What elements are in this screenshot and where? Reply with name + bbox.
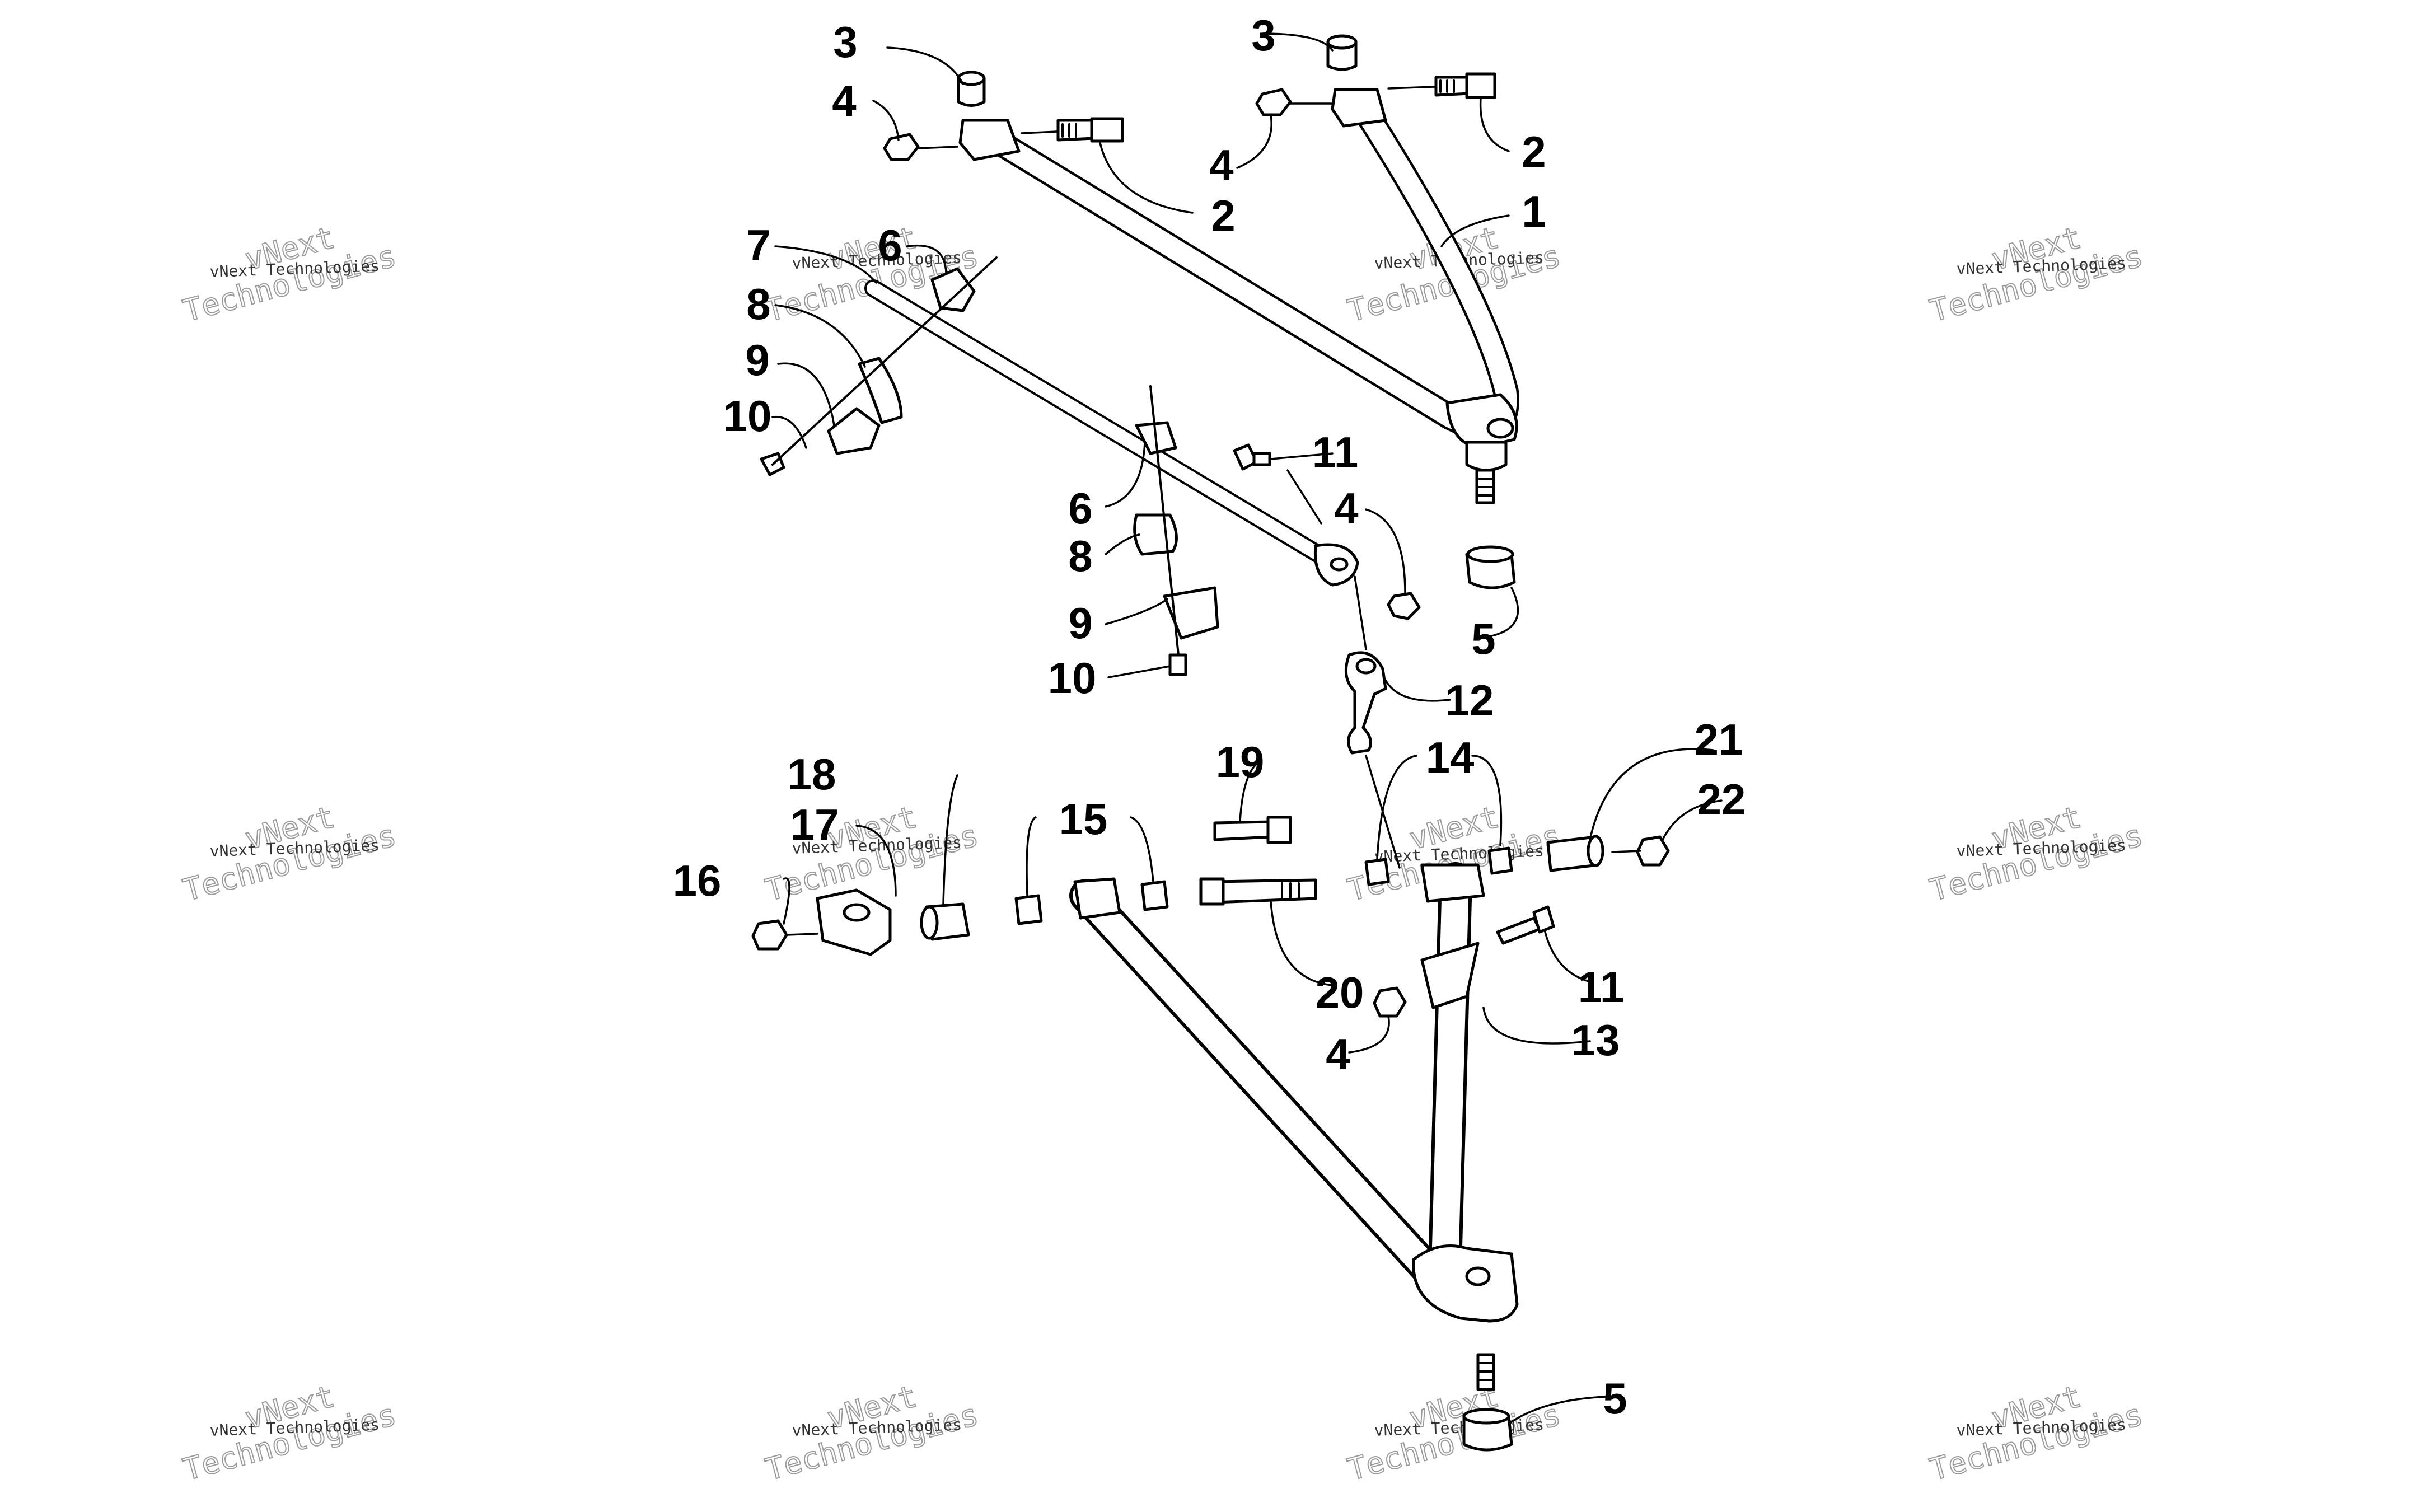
callout-21: 21: [1695, 715, 1743, 764]
callout-4: 4: [1326, 1029, 1350, 1079]
callout-12: 12: [1445, 676, 1494, 725]
callout-20: 20: [1316, 968, 1364, 1017]
callout-11: 11: [1578, 962, 1624, 1012]
callout-18: 18: [788, 750, 836, 799]
callout-22: 22: [1697, 775, 1746, 824]
callout-10: 10: [1048, 653, 1097, 703]
callout-labels: 3 4 2 3 4 2 1 7 6 8 9 10 11 6 4 8 9 10 5…: [673, 11, 1746, 1423]
callout-9: 9: [1068, 598, 1092, 648]
callout-16: 16: [673, 856, 722, 905]
callout-8: 8: [746, 279, 770, 329]
callout-11: 11: [1312, 428, 1358, 477]
callout-14: 14: [1426, 733, 1475, 782]
watermarks: vNext Technologies vNext Technologies vN…: [179, 219, 2147, 1488]
callout-2: 2: [1522, 127, 1546, 176]
callout-15: 15: [1059, 794, 1108, 844]
callout-4: 4: [1334, 484, 1358, 533]
callout-10: 10: [723, 391, 772, 441]
sway-bar-assembly: [760, 256, 1359, 676]
callout-2: 2: [1211, 191, 1235, 240]
callout-3: 3: [833, 17, 857, 67]
lower-a-arm: [1069, 862, 1519, 1452]
callout-5: 5: [1603, 1374, 1627, 1423]
callout-7: 7: [746, 221, 770, 270]
callout-13: 13: [1571, 1015, 1620, 1065]
callout-1: 1: [1522, 187, 1546, 236]
callout-8: 8: [1068, 531, 1092, 581]
callout-4: 4: [1209, 141, 1233, 190]
center-link: [1233, 443, 1516, 869]
lower-pivot-hardware: [751, 816, 1670, 1018]
callout-5: 5: [1471, 614, 1495, 663]
callout-9: 9: [745, 335, 769, 385]
leader-lines: [771, 32, 1723, 1423]
callout-4: 4: [832, 76, 856, 125]
callout-6: 6: [878, 221, 902, 270]
callout-19: 19: [1216, 737, 1265, 787]
upper-a-arm: [958, 88, 1519, 504]
callout-17: 17: [790, 800, 839, 849]
callout-3: 3: [1251, 11, 1275, 60]
upper-pivot-hardware: [883, 34, 1496, 161]
callout-6: 6: [1068, 484, 1092, 533]
